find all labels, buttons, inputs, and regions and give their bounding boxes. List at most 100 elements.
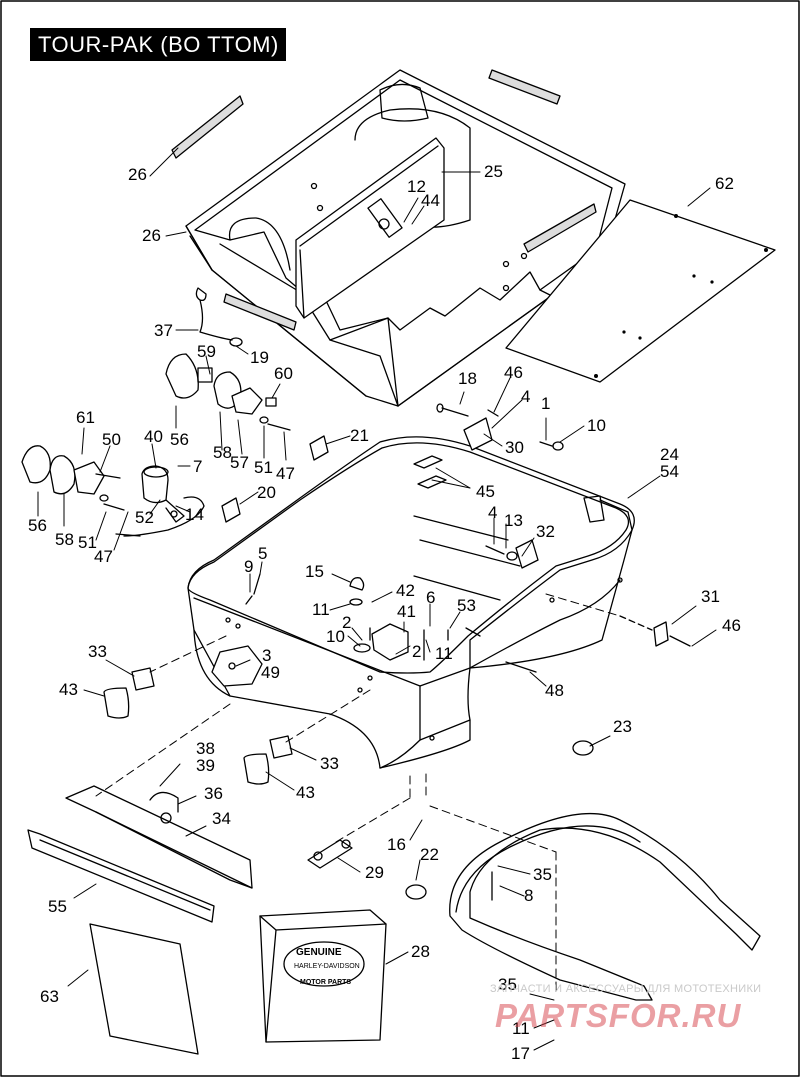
callout-51: 51 bbox=[254, 458, 273, 477]
callout-4: 4 bbox=[488, 503, 498, 522]
callout-62: 62 bbox=[715, 174, 734, 193]
callout-55: 55 bbox=[48, 897, 67, 916]
page-title: TOUR-PAK (BO TTOM) bbox=[30, 28, 286, 61]
callout-19: 19 bbox=[250, 348, 269, 367]
latch-assembly-left bbox=[165, 287, 291, 431]
plug-22 bbox=[405, 884, 427, 900]
callout-11: 11 bbox=[435, 644, 453, 663]
watermark-brand: PARTSFOR.RU bbox=[495, 997, 742, 1034]
callout-11: 11 bbox=[312, 600, 330, 619]
latch-cover-screw bbox=[228, 662, 236, 670]
logo-text-motor-parts: MOTOR PARTS bbox=[300, 979, 352, 986]
watermark-tagline: ЗАПЧАСТИ И АКСЕССУАРЫ ДЛЯ МОТОТЕХНИКИ bbox=[490, 983, 762, 995]
callout-48: 48 bbox=[545, 681, 564, 700]
callout-12: 12 bbox=[407, 177, 426, 196]
callout-35: 35 bbox=[498, 975, 517, 994]
callout-46: 46 bbox=[504, 363, 523, 382]
callout-17: 17 bbox=[511, 1044, 530, 1063]
callout-28: 28 bbox=[411, 942, 430, 961]
callout-18: 18 bbox=[458, 369, 477, 388]
callout-21: 21 bbox=[350, 426, 369, 445]
callout-52: 52 bbox=[135, 508, 154, 527]
callout-37: 37 bbox=[154, 321, 173, 340]
clip-21 bbox=[309, 435, 329, 461]
callout-5: 5 bbox=[258, 544, 268, 563]
callout-59: 59 bbox=[197, 342, 216, 361]
callout-61: 61 bbox=[76, 408, 95, 427]
callout-56: 56 bbox=[28, 516, 47, 535]
callout-20: 20 bbox=[257, 483, 276, 502]
adhesive-strips bbox=[171, 69, 597, 331]
callout-10: 10 bbox=[587, 416, 606, 435]
callout-53: 53 bbox=[457, 596, 476, 615]
callout-26: 26 bbox=[128, 165, 147, 184]
callout-31: 31 bbox=[701, 587, 720, 606]
callout-49: 49 bbox=[261, 663, 280, 682]
clip-20 bbox=[221, 497, 241, 523]
callout-29: 29 bbox=[365, 863, 384, 882]
hinge-parts bbox=[436, 403, 564, 637]
callout-30: 30 bbox=[505, 438, 524, 457]
callout-47: 47 bbox=[276, 464, 295, 483]
wire-harness bbox=[149, 791, 179, 813]
logo-text-genuine: GENUINE bbox=[296, 947, 342, 958]
logo-text-harley: HARLEY-DAVIDSON bbox=[294, 963, 360, 970]
callout-47: 47 bbox=[94, 547, 113, 566]
callout-58: 58 bbox=[55, 530, 74, 549]
callout-63: 63 bbox=[40, 987, 59, 1006]
callout-4: 4 bbox=[521, 387, 531, 406]
floor-mat-holes bbox=[594, 214, 768, 378]
callout-11: 11 bbox=[512, 1019, 530, 1038]
latch-assembly-right bbox=[21, 445, 205, 537]
callout-22: 22 bbox=[420, 845, 439, 864]
callout-14: 14 bbox=[185, 505, 204, 524]
callout-45: 45 bbox=[476, 482, 495, 501]
callout-26: 26 bbox=[142, 226, 161, 245]
callout-51: 51 bbox=[78, 533, 97, 552]
trim-pieces bbox=[27, 785, 253, 923]
callout-3: 3 bbox=[262, 646, 272, 665]
callout-36: 36 bbox=[204, 784, 223, 803]
callout-57: 57 bbox=[230, 453, 249, 472]
callout-50: 50 bbox=[102, 430, 121, 449]
bracket-31 bbox=[653, 621, 669, 647]
callout-8: 8 bbox=[524, 886, 534, 905]
callout-15: 15 bbox=[305, 562, 324, 581]
floor-parts bbox=[245, 573, 537, 673]
callout-56: 56 bbox=[170, 430, 189, 449]
plug-23 bbox=[572, 740, 594, 756]
callout-1: 1 bbox=[541, 394, 551, 413]
callout-2: 2 bbox=[412, 642, 422, 661]
floor-mat bbox=[505, 199, 776, 383]
callout-23: 23 bbox=[613, 717, 632, 736]
callout-39: 39 bbox=[196, 756, 215, 775]
callout-34: 34 bbox=[212, 809, 231, 828]
callout-7: 7 bbox=[193, 457, 203, 476]
bracket-29 bbox=[307, 839, 353, 869]
callout-25: 25 bbox=[484, 162, 503, 181]
callout-33: 33 bbox=[320, 754, 339, 773]
callout-10: 10 bbox=[326, 627, 345, 646]
callout-38: 38 bbox=[196, 739, 215, 758]
callout-16: 16 bbox=[387, 835, 406, 854]
callout-24: 24 bbox=[660, 445, 679, 464]
callout-33: 33 bbox=[88, 642, 107, 661]
callout-42: 42 bbox=[396, 581, 415, 600]
callout-44: 44 bbox=[421, 191, 440, 210]
assembly-lines bbox=[95, 593, 621, 991]
callout-60: 60 bbox=[274, 364, 293, 383]
callout-58: 58 bbox=[213, 443, 232, 462]
callout-54: 54 bbox=[660, 462, 679, 481]
leader-lines bbox=[37, 147, 717, 1051]
manual-63 bbox=[89, 923, 199, 1055]
tourpak-base bbox=[187, 436, 635, 769]
callout-2: 2 bbox=[342, 613, 352, 632]
callout-6: 6 bbox=[426, 588, 436, 607]
callout-41: 41 bbox=[397, 602, 416, 621]
callout-43: 43 bbox=[296, 783, 315, 802]
callout-40: 40 bbox=[144, 427, 163, 446]
rubber-pads bbox=[103, 667, 293, 785]
